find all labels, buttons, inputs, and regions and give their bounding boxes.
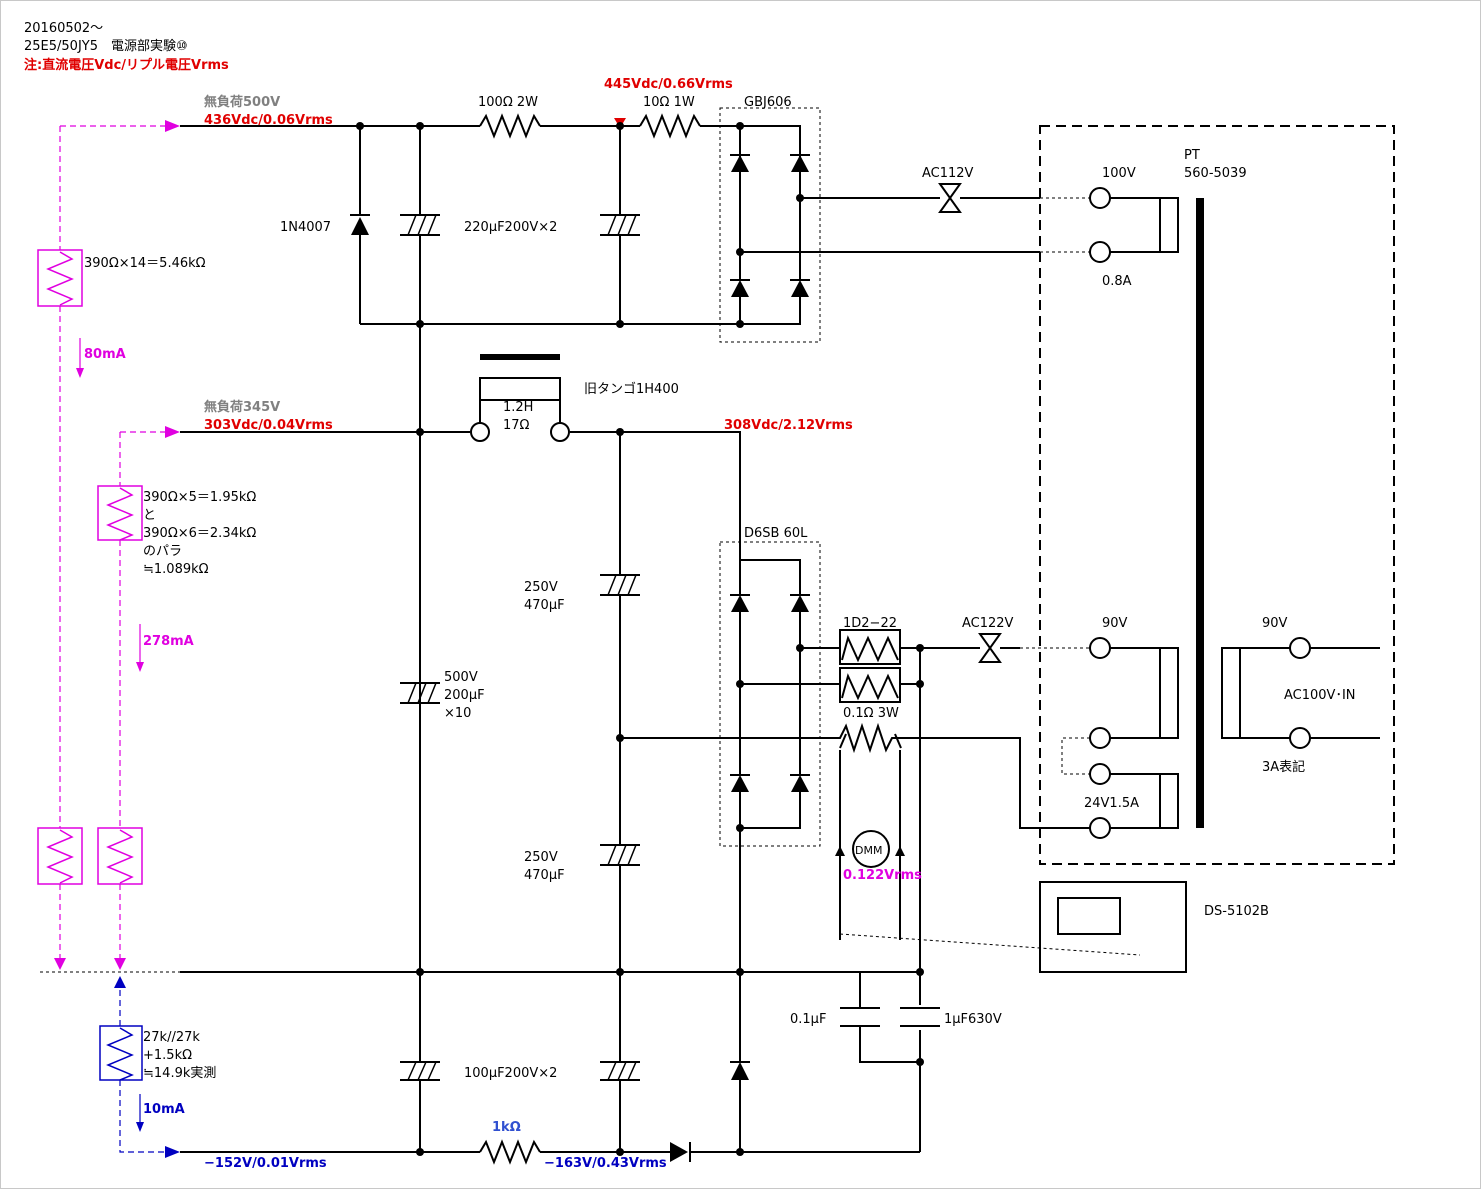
capacitor-470uf-a	[600, 574, 640, 596]
label-no-load-500: 無負荷500V	[204, 94, 280, 110]
label-choke-name: 旧タンゴ1H400	[584, 381, 679, 397]
capacitor-01uf-1uf	[840, 971, 940, 1063]
d6sb-diodes	[730, 594, 810, 1080]
label-gbj606: GBJ606	[744, 95, 792, 110]
label-v303: 303Vdc/0.04Vrms	[204, 418, 333, 433]
label-r01: 0.1Ω 3W	[843, 706, 899, 721]
label-1n4007: 1N4007	[280, 220, 331, 235]
resistor-10-ohm	[639, 113, 701, 139]
label-r1k: 1kΩ	[492, 1120, 521, 1135]
label-c470a: 470μF	[524, 598, 565, 613]
negative-rail	[165, 1139, 920, 1165]
dmm-meter	[835, 750, 905, 940]
transformer-windings	[1110, 197, 1380, 829]
label-cx10: ×10	[444, 706, 471, 721]
label-v0122: 0.122Vrms	[843, 868, 922, 883]
label-ds5102b: DS-5102B	[1204, 904, 1269, 919]
gbj606-outline	[719, 107, 821, 343]
junctions-top	[356, 122, 804, 328]
label-vm163: −163V/0.43Vrms	[544, 1156, 667, 1171]
pt-24v-link	[1061, 737, 1090, 775]
capacitor-220uf-a	[400, 214, 440, 236]
capacitor-220uf-b	[600, 214, 640, 236]
resistor-100-ohm	[479, 113, 541, 139]
capacitor-100uf-b	[600, 972, 640, 1152]
label-dmm: DMM	[855, 844, 882, 857]
shunt-resistor-01-ohm	[620, 722, 1090, 829]
capacitor-100uf-a	[400, 972, 440, 1152]
label-d6sb: D6SB 60L	[744, 526, 808, 541]
label-par3: 390Ω×6＝2.34kΩ	[143, 526, 256, 541]
b-plus-345-wiring	[165, 426, 741, 972]
label-c470b: 470μF	[524, 868, 565, 883]
power-transformer-box	[1039, 125, 1395, 865]
load-paths-magenta	[54, 125, 165, 970]
label-rbias2: +1.5kΩ	[143, 1048, 192, 1063]
label-pt: PT	[1184, 148, 1200, 163]
bias-path-blue	[99, 976, 165, 1153]
junctions-lower	[416, 428, 924, 1156]
label-rbias3: ≒14.9k実測	[143, 1065, 216, 1081]
label-v436: 436Vdc/0.06Vrms	[204, 113, 333, 128]
label-08a: 0.8A	[1102, 274, 1132, 289]
header-date: 20160502～	[24, 21, 103, 36]
oscilloscope-ds5102b	[839, 881, 1187, 973]
load-resistor-546k	[37, 249, 83, 307]
label-c200: 200μF	[444, 688, 485, 703]
pt-leads-dashed	[1020, 197, 1090, 649]
thermistor-1d2-22	[740, 629, 1020, 1152]
load-resistor-1089k	[97, 485, 143, 541]
label-i278: 278mA	[143, 634, 194, 649]
label-rbias1: 27k//27k	[143, 1030, 200, 1045]
load-resistor-lower-b	[97, 827, 143, 885]
label-tap100: 100V	[1102, 166, 1136, 181]
diode-1n4007	[350, 214, 370, 235]
header-note: 注:直流電圧Vdc/リプル電圧Vrms	[24, 57, 229, 73]
transformer-core	[1196, 198, 1204, 828]
ac122-marker	[978, 633, 1002, 663]
label-c250a: 250V	[524, 580, 558, 595]
choke-tango-1h400	[470, 354, 570, 442]
label-i10: 10mA	[143, 1102, 185, 1117]
label-choke-l: 1.2H	[503, 400, 533, 415]
label-tap90: 90V	[1102, 616, 1128, 631]
label-no-load-345: 無負荷345V	[204, 399, 280, 415]
label-par2: と	[143, 508, 156, 523]
label-v445: 445Vdc/0.66Vrms	[604, 77, 733, 92]
label-choke-r: 17Ω	[503, 418, 530, 433]
label-c01: 0.1μF	[790, 1012, 826, 1027]
load-resistor-lower-a	[37, 827, 83, 885]
label-3a: 3A表記	[1262, 759, 1305, 775]
label-c1: 1μF630V	[944, 1012, 1002, 1027]
d6sb-outline	[719, 541, 821, 847]
label-pt-model: 560-5039	[1184, 166, 1247, 181]
label-c100: 100μF200V×2	[464, 1066, 557, 1081]
label-par1: 390Ω×5＝1.95kΩ	[143, 490, 256, 505]
label-r100: 100Ω 2W	[478, 95, 538, 110]
label-par4: のパラ	[143, 544, 182, 559]
label-v308: 308Vdc/2.12Vrms	[724, 418, 853, 433]
label-ac100-in: AC100V･IN	[1284, 688, 1356, 703]
header-title: 25E5/50JY5 電源部実験⑩	[24, 38, 188, 54]
label-i80: 80mA	[84, 347, 126, 362]
ac112-marker	[938, 183, 962, 213]
label-tap24: 24V1.5A	[1084, 796, 1139, 811]
label-r10: 10Ω 1W	[643, 95, 695, 110]
label-tap90b: 90V	[1262, 616, 1288, 631]
capacitor-470uf-b	[600, 844, 640, 866]
label-vm152: −152V/0.01Vrms	[204, 1156, 327, 1171]
label-ac112: AC112V	[922, 166, 974, 181]
d6sb-wiring	[739, 559, 801, 1152]
label-par5: ≒1.089kΩ	[143, 562, 209, 577]
label-ac122: AC122V	[962, 616, 1014, 631]
label-1d2-22: 1D2−22	[843, 616, 897, 631]
label-c500: 500V	[444, 670, 478, 685]
label-c250b: 250V	[524, 850, 558, 865]
label-r390x14: 390Ω×14＝5.46kΩ	[84, 256, 206, 271]
label-c220: 220μF200V×2	[464, 220, 557, 235]
gbj606-diodes	[730, 154, 810, 297]
